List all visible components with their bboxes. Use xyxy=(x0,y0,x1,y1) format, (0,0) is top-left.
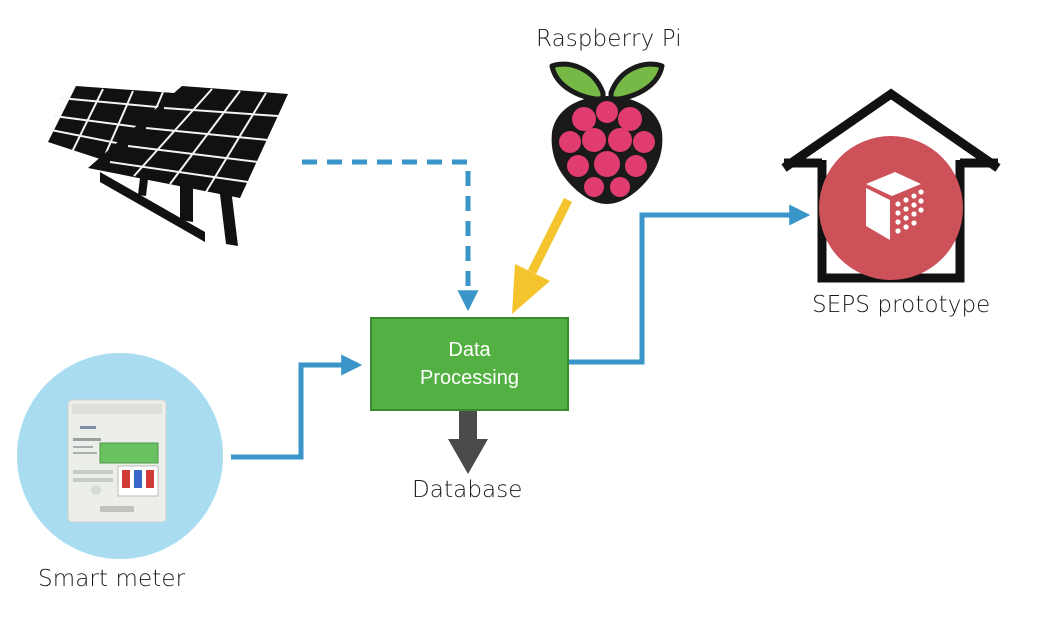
smart-meter-label: Smart meter xyxy=(38,566,186,592)
flow-pi-to-processing xyxy=(512,197,573,314)
flow-solar-to-processing xyxy=(302,159,479,312)
flow-meter-to-processing xyxy=(231,354,363,460)
flow-processing-to-database xyxy=(448,411,488,474)
data-processing-line1: Data xyxy=(448,339,491,361)
data-processing-box: Data Processing xyxy=(370,317,569,411)
smart-meter-icon xyxy=(17,353,223,559)
cube-icon xyxy=(819,136,963,280)
solar-panel-icon xyxy=(48,86,288,246)
database-label: Database xyxy=(412,477,523,503)
raspberry-pi-icon xyxy=(549,61,665,204)
data-processing-line2: Processing xyxy=(420,367,519,389)
flow-processing-to-seps xyxy=(569,204,811,365)
raspberry-pi-label: Raspberry Pi xyxy=(536,26,682,52)
seps-prototype-label: SEPS prototype xyxy=(812,292,991,318)
